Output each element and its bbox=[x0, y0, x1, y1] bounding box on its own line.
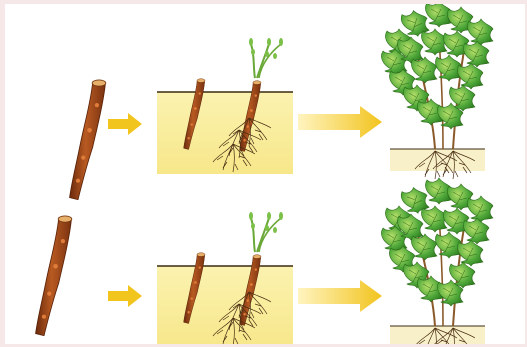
cutting-stage-2 bbox=[36, 216, 72, 336]
arrow-1 bbox=[108, 113, 142, 135]
row-1 bbox=[70, 4, 493, 200]
arrow-2 bbox=[298, 106, 382, 138]
arrow-4 bbox=[298, 280, 382, 312]
grown-plant-1 bbox=[381, 4, 493, 179]
cutting-stage-1 bbox=[70, 80, 106, 200]
arrow-3 bbox=[108, 285, 142, 307]
grown-plant-2 bbox=[381, 178, 493, 344]
propagation-illustration bbox=[5, 4, 525, 344]
row-2 bbox=[36, 178, 493, 344]
rooting-panel-2 bbox=[157, 212, 293, 344]
rooting-panel-1 bbox=[157, 38, 293, 174]
illustration-svg bbox=[5, 4, 525, 344]
